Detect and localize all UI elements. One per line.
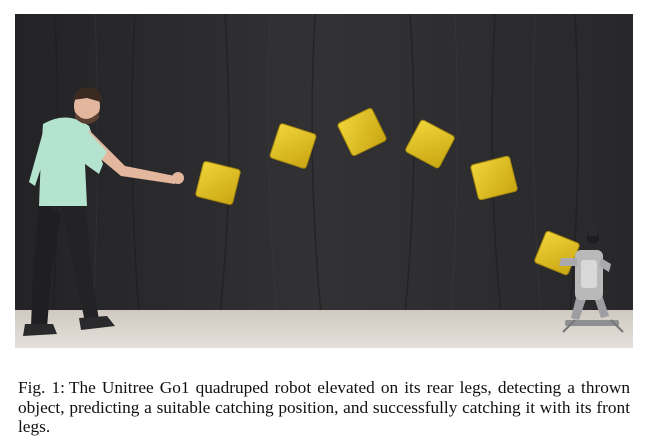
figure-caption: Fig. 1:The Unitree Go1 quadruped robot e… [18,378,630,436]
caption-text: The Unitree Go1 quadruped robot elevated… [18,378,630,437]
photo-illustration [15,14,633,348]
cube-3 [337,108,387,156]
cube-1 [195,161,241,205]
cube-5 [470,155,518,201]
thrower [23,87,184,336]
figure-photo [15,14,633,348]
caption-label: Fig. 1: [18,378,65,398]
quadruped-robot [559,226,624,333]
thrown-cubes [195,108,580,276]
cube-2 [269,123,317,169]
floor [15,310,633,348]
cube-4 [405,119,455,169]
